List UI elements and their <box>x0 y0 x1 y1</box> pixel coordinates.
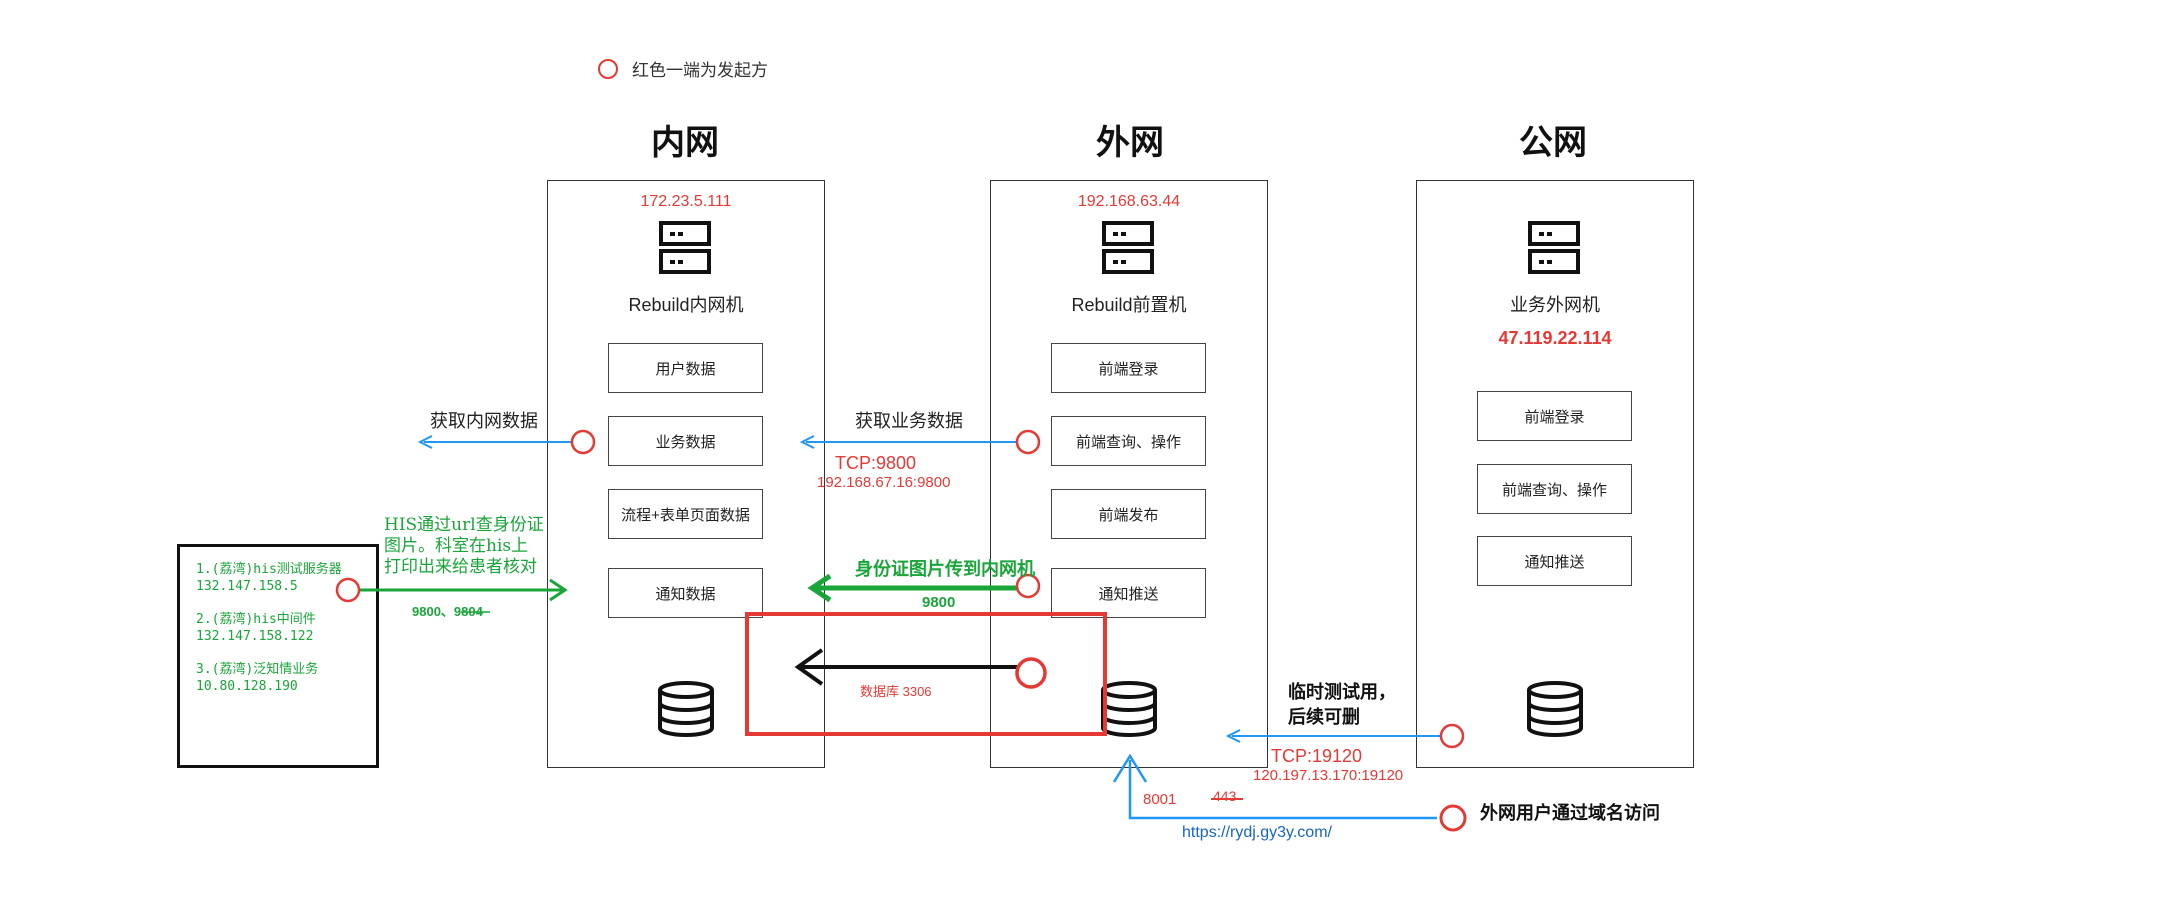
legend-text: 红色一端为发起方 <box>632 61 768 80</box>
label-database-3306: 数据库 3306 <box>860 684 932 699</box>
his-server-ip: 132.147.158.5 <box>196 579 298 594</box>
label-port-9800-9804: 9800、9804 <box>412 604 483 619</box>
his-server-ip: 10.80.128.190 <box>196 679 298 694</box>
legend: 红色一端为发起方 <box>598 56 768 81</box>
database-3306-highlight <box>745 612 1107 736</box>
server-ip: 192.168.63.44 <box>1077 193 1181 210</box>
label-temp-test: 临时测试用， 后续可删 <box>1288 680 1396 730</box>
initiator-circle-icon <box>570 429 596 455</box>
his-server-name: 2.(荔湾)his中间件 <box>196 612 316 627</box>
module-frontend-login: 前端登录 <box>1477 391 1632 441</box>
label-external-user: 外网用户通过域名访问 <box>1480 803 1660 824</box>
machine-name: Rebuild前置机 <box>1071 295 1187 315</box>
label-tcp-9800: TCP:9800 <box>835 453 917 473</box>
label-tcp-19120-addr: 120.197.13.170:19120 <box>1253 767 1404 784</box>
module-frontend-login: 前端登录 <box>1051 343 1206 393</box>
initiator-circle-icon <box>598 58 618 79</box>
label-port-443: 443 <box>1213 788 1237 804</box>
initiator-circle-icon <box>1015 657 1047 689</box>
temp-test-line: 后续可删 <box>1288 707 1360 728</box>
module-business-data: 业务数据 <box>608 416 763 466</box>
server-icon <box>1102 221 1154 280</box>
module-notify-push: 通知推送 <box>1051 568 1206 618</box>
module-flow-form-data: 流程+表单页面数据 <box>608 489 763 539</box>
label-tcp-19120: TCP:19120 <box>1271 746 1363 766</box>
label-get-intranet-data: 获取内网数据 <box>430 411 538 431</box>
database-icon <box>657 681 715 742</box>
intranet-server: 172.23.5.111 Rebuild内网机 用户数据 业务数据 流程+表单页… <box>547 180 825 768</box>
machine-name: 业务外网机 <box>1510 295 1600 315</box>
his-server-name: 1.(荔湾)his测试服务器 <box>196 562 342 577</box>
extranet-server: 192.168.63.44 Rebuild前置机 前端登录 前端查询、操作 前端… <box>990 180 1268 768</box>
public-server: 业务外网机 47.119.22.114 前端登录 前端查询、操作 通知推送 <box>1416 180 1694 768</box>
label-id-photo-note: 身份证图片传到内网机 <box>855 559 1035 579</box>
column-title-extranet: 外网 <box>1096 124 1164 162</box>
initiator-circle-icon <box>1015 573 1041 599</box>
label-url: https://rydj.gy3y.com/ <box>1182 824 1332 841</box>
label-get-business-data: 获取业务数据 <box>855 411 963 431</box>
server-ip: 47.119.22.114 <box>1498 328 1612 348</box>
his-note-line: 打印出来给患者核对 <box>384 557 537 577</box>
label-tcp-9800-addr: 192.168.67.16:9800 <box>817 474 951 491</box>
column-title-intranet: 内网 <box>651 124 719 162</box>
machine-name: Rebuild内网机 <box>628 295 744 315</box>
server-ip: 172.23.5.111 <box>640 193 732 210</box>
database-icon <box>1526 681 1584 742</box>
module-frontend-query: 前端查询、操作 <box>1051 416 1206 466</box>
server-icon <box>1528 221 1580 280</box>
label-port-8001: 8001 <box>1143 791 1177 808</box>
module-notify-push: 通知推送 <box>1477 536 1632 586</box>
initiator-circle-icon <box>335 577 361 603</box>
label-port-9800: 9800 <box>922 594 956 611</box>
temp-test-line: 临时测试用， <box>1288 682 1396 703</box>
his-server-name: 3.(荔湾)泛知情业务 <box>196 662 319 677</box>
his-note-line: 图片。科室在his上 <box>384 536 529 556</box>
module-frontend-publish: 前端发布 <box>1051 489 1206 539</box>
server-icon <box>659 221 711 280</box>
module-notify-data: 通知数据 <box>608 568 763 618</box>
initiator-circle-icon <box>1015 429 1041 455</box>
initiator-circle-icon <box>1439 804 1467 832</box>
label-his-note: HIS通过url查身份证 图片。科室在his上 打印出来给患者核对 <box>384 515 544 578</box>
his-note-line: HIS通过url查身份证 <box>384 515 544 535</box>
arrow-external-user <box>1128 760 1437 820</box>
module-user-data: 用户数据 <box>608 343 763 393</box>
module-frontend-query: 前端查询、操作 <box>1477 464 1632 514</box>
his-server-ip: 132.147.158.122 <box>196 629 314 644</box>
initiator-circle-icon <box>1439 723 1465 749</box>
column-title-public: 公网 <box>1519 124 1587 162</box>
